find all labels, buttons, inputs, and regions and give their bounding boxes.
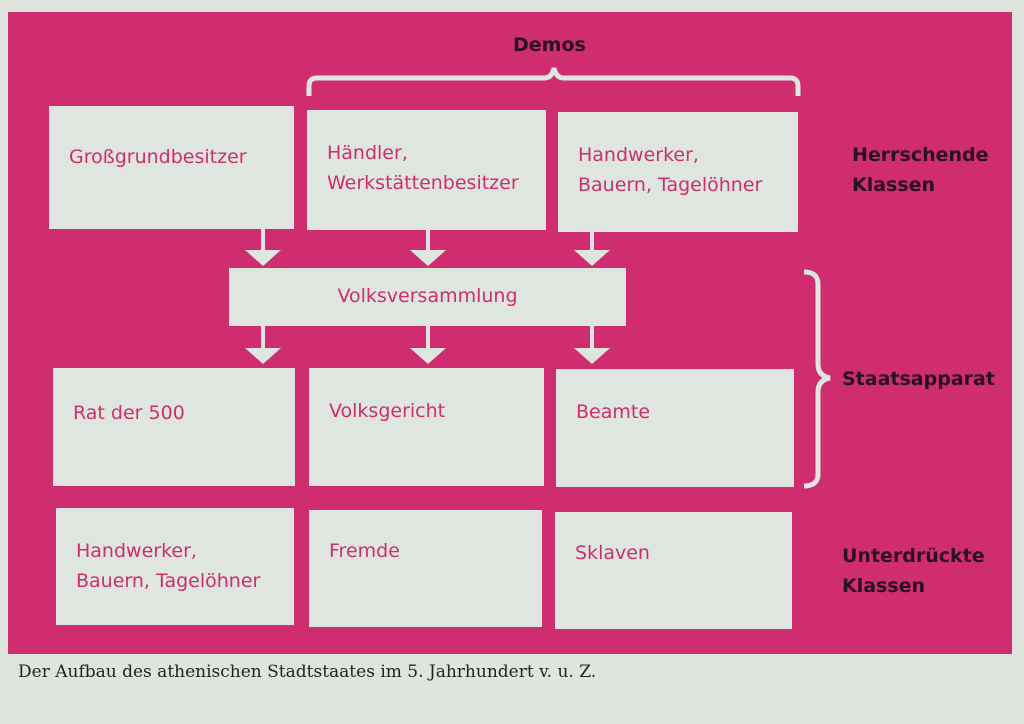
box-sklaven: Sklaven bbox=[555, 512, 792, 629]
box-text: Handwerker, bbox=[76, 540, 197, 562]
label-demos: Demos bbox=[513, 34, 586, 56]
box-haendler: Händler, Werkstättenbesitzer bbox=[307, 110, 546, 230]
arrow-down-icon bbox=[245, 228, 281, 266]
box-handwerker-oppressed: Handwerker, Bauern, Tagelöhner bbox=[56, 508, 294, 625]
demos-brace bbox=[306, 67, 801, 96]
label-unterdrueckte-klassen: Unterdrückte Klassen bbox=[842, 541, 985, 601]
label-herrschende-klassen: Herrschende Klassen bbox=[852, 140, 989, 200]
box-volksversammlung: Volksversammlung bbox=[229, 268, 626, 326]
box-text: Sklaven bbox=[575, 542, 650, 564]
box-text: Großgrundbesitzer bbox=[69, 146, 247, 168]
box-text: Rat der 500 bbox=[73, 402, 185, 424]
arrow-down-icon bbox=[410, 228, 446, 266]
box-text: Volksgericht bbox=[329, 400, 446, 422]
box-beamte: Beamte bbox=[556, 369, 794, 487]
box-text: Bauern, Tagelöhner bbox=[578, 174, 763, 196]
box-text: Händler, bbox=[327, 142, 408, 164]
label-line: Klassen bbox=[842, 575, 926, 597]
box-text: Werkstättenbesitzer bbox=[327, 172, 519, 194]
box-text: Handwerker, bbox=[578, 144, 699, 166]
box-text: Bauern, Tagelöhner bbox=[76, 570, 261, 592]
arrow-down-icon bbox=[574, 326, 610, 364]
staatsapparat-brace bbox=[803, 269, 831, 489]
label-line: Unterdrückte bbox=[842, 545, 985, 567]
box-text: Volksversammlung bbox=[337, 285, 518, 307]
box-rat-der-500: Rat der 500 bbox=[53, 368, 295, 486]
label-line: Klassen bbox=[852, 174, 936, 196]
arrow-down-icon bbox=[245, 326, 281, 364]
box-fremde: Fremde bbox=[309, 510, 542, 627]
label-line: Herrschende bbox=[852, 144, 989, 166]
box-text: Fremde bbox=[329, 540, 400, 562]
box-grossgrundbesitzer: Großgrundbesitzer bbox=[49, 106, 294, 229]
label-staatsapparat: Staatsapparat bbox=[842, 368, 995, 390]
box-handwerker-ruling: Handwerker, Bauern, Tagelöhner bbox=[558, 112, 798, 232]
arrow-down-icon bbox=[574, 228, 610, 266]
figure-caption: Der Aufbau des athenischen Stadtstaates … bbox=[18, 662, 597, 682]
arrow-down-icon bbox=[410, 326, 446, 364]
box-volksgericht: Volksgericht bbox=[309, 368, 544, 486]
box-text: Beamte bbox=[576, 401, 651, 423]
